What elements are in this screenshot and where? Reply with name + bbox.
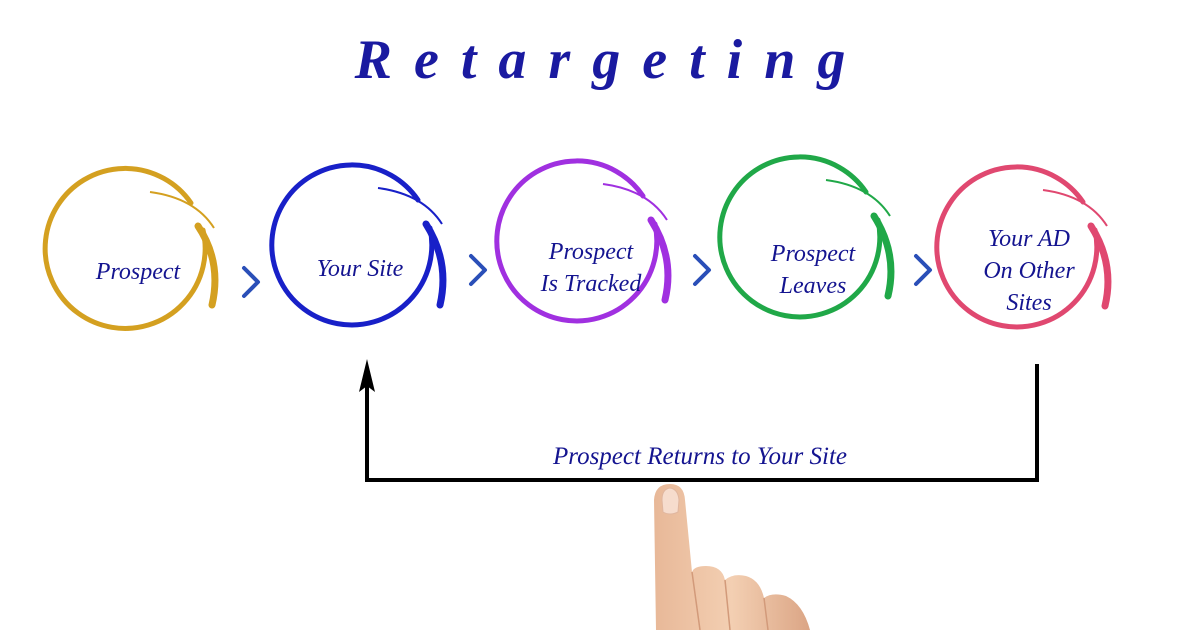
diagram-title: Retargeting xyxy=(354,29,868,91)
step-circle-prospect-leaves xyxy=(717,154,895,320)
step-label-your-site: Your Site xyxy=(316,256,404,282)
step-label-prospect: Prospect xyxy=(95,259,181,285)
step-label-your-ad-on-other-sites: Your AD On Other Sites xyxy=(983,226,1075,316)
chevron-right-icon xyxy=(242,266,260,298)
arrow-up-icon xyxy=(359,359,375,392)
step-circle-prospect xyxy=(42,166,219,331)
chevron-right-icon xyxy=(469,254,487,286)
return-flow-label: Prospect Returns to Your Site xyxy=(553,443,847,470)
step-circle-prospect-is-tracked xyxy=(494,158,672,324)
step-circle-your-site xyxy=(269,162,447,328)
step-label-prospect-leaves: Prospect Leaves xyxy=(770,241,856,299)
chevron-right-icon xyxy=(914,254,932,286)
chevron-right-icon xyxy=(693,254,711,286)
step-label-prospect-is-tracked: Prospect Is Tracked xyxy=(540,239,642,297)
return-arrow xyxy=(359,359,1039,482)
step-circle-your-ad-on-other-sites xyxy=(934,164,1112,330)
